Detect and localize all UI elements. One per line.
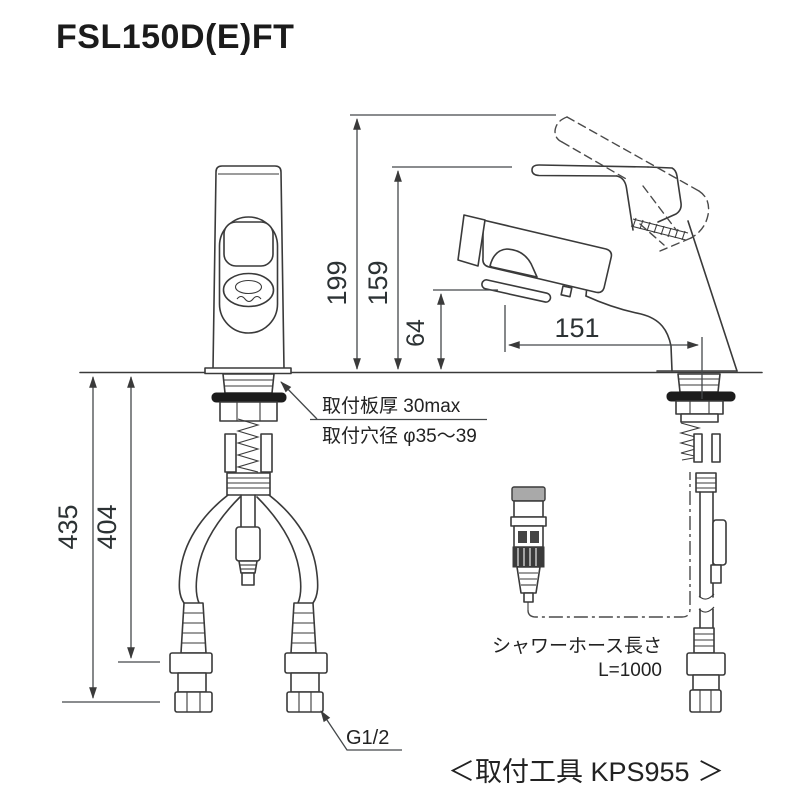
dim-label-151: 151: [554, 313, 599, 343]
pullout-spray-head: [457, 214, 613, 303]
kvk-logo-mark: [236, 295, 262, 303]
mounting-gasket-side: [666, 391, 736, 402]
hose-clip: [560, 285, 573, 298]
dim-label-199: 199: [322, 260, 352, 305]
raised-handle-dashed: [554, 116, 710, 252]
tool-note: ＜取付工具 KPS955 ＞: [448, 757, 724, 787]
joint-hatch-band: [630, 217, 689, 241]
thread-size-label: G1/2: [346, 727, 389, 749]
dim-label-159: 159: [363, 260, 393, 305]
dimension-435: 435: [53, 376, 160, 703]
hose-routing-path: [527, 472, 691, 618]
dim-label-64: 64: [402, 319, 430, 347]
connector-cap: [511, 486, 546, 502]
shower-hose-length: L=1000: [598, 660, 662, 681]
dim-label-404: 404: [92, 504, 122, 549]
center-shower-hose: [235, 494, 261, 586]
side-view-undercounter: [666, 373, 736, 713]
front-view-undercounter: [169, 373, 328, 713]
hose-break-mark: [698, 593, 715, 600]
right-supply-hose: [256, 494, 328, 713]
thread-callout: G1/2: [320, 710, 402, 751]
mount-hole-label: 取付穴径 φ35〜39: [322, 425, 477, 447]
mount-thickness-label: 取付板厚 30max: [322, 395, 461, 417]
spring-coil: [235, 418, 260, 473]
dim-label-435: 435: [53, 504, 83, 549]
mounting-gasket: [211, 392, 287, 403]
left-supply-hose: [169, 494, 241, 713]
spring-coil-side: [678, 422, 702, 461]
side-view-faucet: [457, 116, 738, 372]
dimension-64: 64: [402, 289, 498, 370]
shower-hose-connector: [510, 472, 691, 618]
mount-callout: 取付板厚 30max 取付穴径 φ35〜39: [280, 381, 487, 447]
model-number-title: FSL150D(E)FT: [56, 18, 294, 56]
shower-hose-label: シャワーホース長さ: [492, 636, 662, 657]
dimension-199: 199: [322, 114, 556, 370]
spray-outlet: [481, 279, 552, 303]
front-view-faucet: [204, 165, 292, 375]
dimension-159: 159: [363, 166, 512, 370]
shower-hose-note: シャワーホース長さ L=1000: [492, 636, 662, 681]
dimension-151: 151: [504, 305, 703, 399]
dimension-404: 404: [92, 376, 160, 663]
